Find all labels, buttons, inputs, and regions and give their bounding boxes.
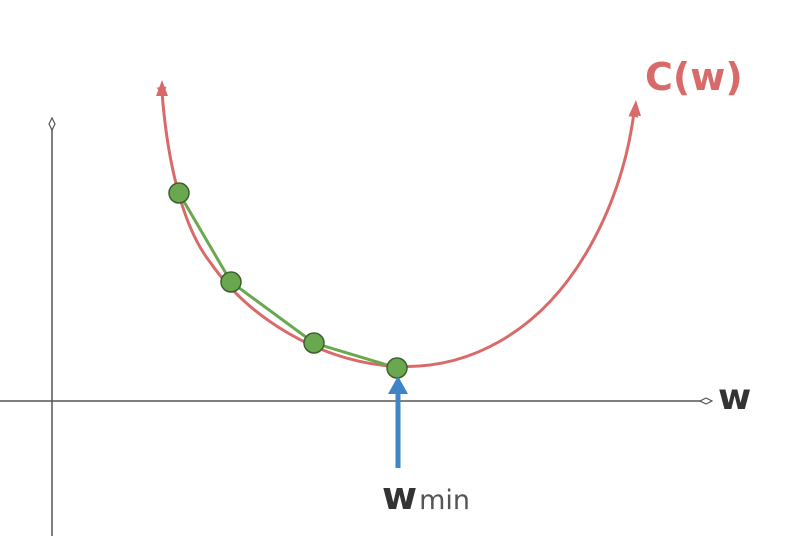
minimum-label: wmin — [382, 474, 470, 518]
descent-point-minimum — [386, 357, 408, 379]
cost-curve — [156, 86, 639, 369]
cost-function-label: C(w) — [645, 55, 743, 99]
cost-curve-right-arrowhead — [629, 100, 641, 116]
cost-function-text: C(w) — [645, 55, 743, 99]
descent-point — [220, 271, 242, 293]
x-axis-arrow-tip — [698, 397, 714, 405]
minimum-label-main: w — [382, 474, 417, 518]
x-axis-label: w — [718, 377, 751, 418]
minimum-label-subscript: min — [419, 485, 470, 516]
y-axis-arrow-tip — [48, 116, 56, 132]
descent-point — [168, 182, 190, 204]
min-arrow-head — [388, 376, 408, 394]
cost-curve-left-arrowhead — [156, 80, 168, 96]
descent-path — [177, 192, 398, 370]
descent-point — [303, 332, 325, 354]
